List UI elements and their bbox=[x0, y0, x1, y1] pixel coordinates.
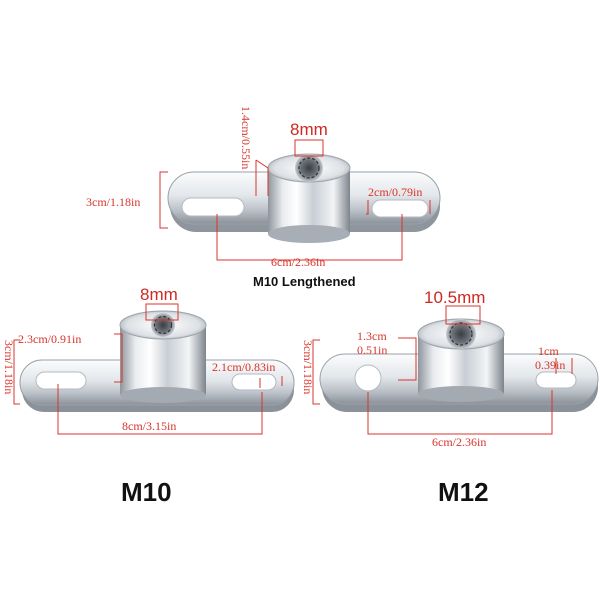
left-boss-height: 2.3cm/0.91in bbox=[18, 332, 82, 346]
right-slot-in: 0.39in bbox=[535, 358, 566, 372]
top-boss-height: 1.4cm/0.55in bbox=[239, 106, 253, 170]
top-slot: 2cm/0.79in bbox=[368, 185, 423, 199]
top-width: 3cm/1.18in bbox=[86, 195, 141, 209]
right-boss-height-in: 0.51in bbox=[357, 343, 388, 357]
right-boss-height-cm: 1.3cm bbox=[357, 329, 387, 343]
left-width: 3cm/1.18in bbox=[2, 340, 16, 395]
bracket-m12 bbox=[319, 318, 599, 412]
top-caption: M10 Lengthened bbox=[253, 274, 356, 289]
left-caption: M10 bbox=[121, 477, 172, 507]
left-thread-size: 8mm bbox=[140, 285, 178, 304]
right-slot-cm: 1cm bbox=[538, 344, 559, 358]
top-thread-size: 8mm bbox=[290, 120, 328, 139]
left-length: 8cm/3.15in bbox=[122, 419, 177, 433]
right-width: 3cm/1.18in bbox=[301, 340, 315, 395]
bracket-m10 bbox=[19, 310, 295, 412]
right-length: 6cm/2.36in bbox=[432, 435, 487, 449]
left-slot: 2.1cm/0.83in bbox=[212, 360, 276, 374]
dimension-lines bbox=[13, 139, 573, 435]
bracket-m10-lengthened bbox=[167, 153, 441, 243]
right-thread-size: 10.5mm bbox=[424, 288, 486, 307]
right-caption: M12 bbox=[438, 477, 489, 507]
top-length: 6cm/2.36in bbox=[271, 255, 326, 269]
